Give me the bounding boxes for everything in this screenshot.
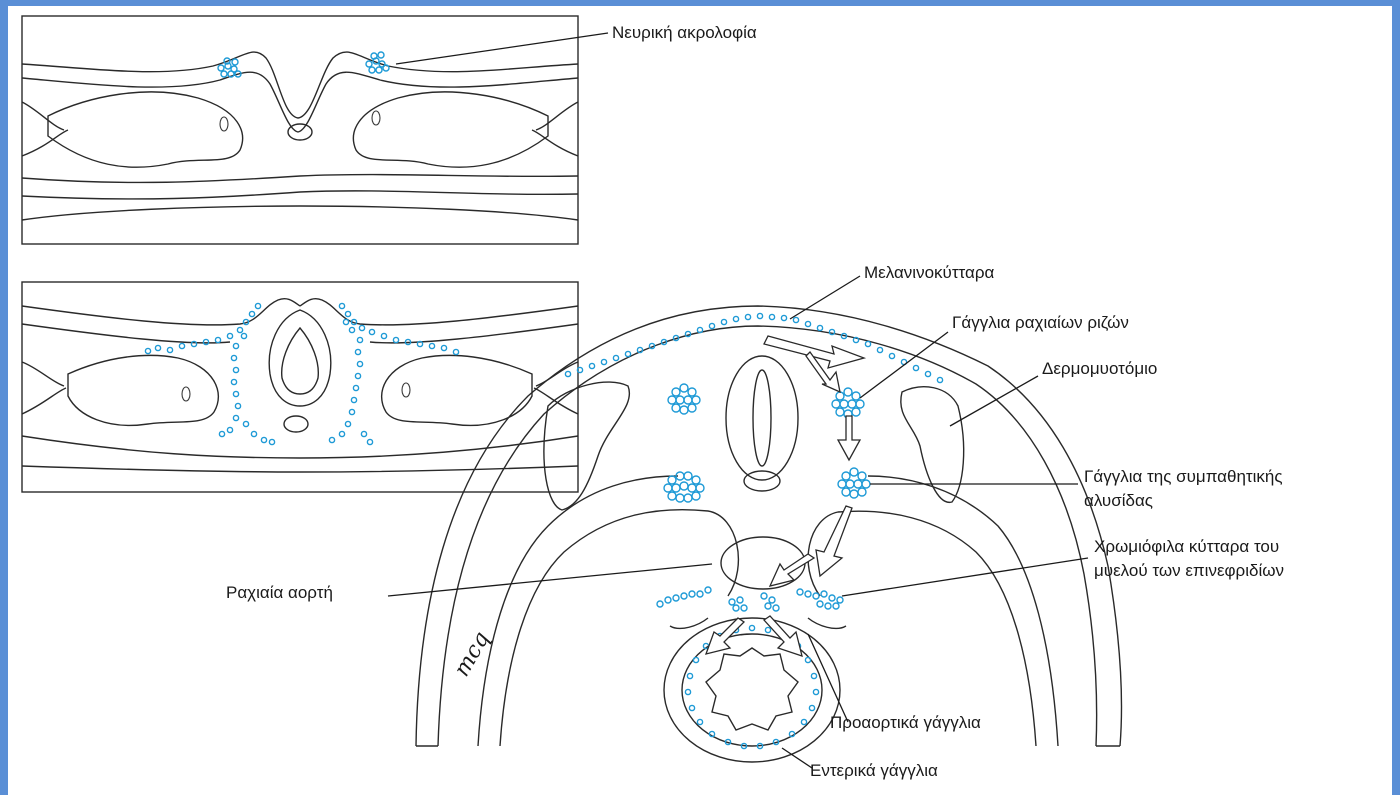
panel-2-frame — [22, 282, 578, 492]
label-chromaffin-line1: Χρωμιόφιλα κύτταρα του — [1094, 537, 1279, 556]
dorsal-root-ganglion-left — [668, 384, 700, 414]
melanocyte-cells — [565, 313, 942, 382]
neural-crest-diagram: mcq Νευρική ακρολοφία Μελανινοκύτταρα Γά… — [8, 6, 1392, 795]
label-enteric-ganglia: Εντερικά γάγγλια — [810, 761, 938, 780]
label-dorsal-aorta: Ραχιαία αορτή — [226, 583, 333, 602]
label-sympathetic-chain-line1: Γάγγλια της συμπαθητικής — [1084, 467, 1283, 486]
preaortic-ganglia-cells — [657, 587, 779, 611]
label-sympathetic-chain-line2: αλυσίδας — [1084, 491, 1153, 510]
label-melanocytes: Μελανινοκύτταρα — [864, 263, 995, 282]
label-dorsal-root-ganglia: Γάγγλια ραχιαίων ριζών — [952, 313, 1129, 332]
label-neural-crest: Νευρική ακρολοφία — [612, 23, 757, 42]
leader-lines — [388, 33, 1088, 768]
dorsal-root-ganglion-right — [832, 388, 864, 418]
diagram-canvas: mcq Νευρική ακρολοφία Μελανινοκύτταρα Γά… — [8, 6, 1392, 795]
label-preaortic-ganglia: Προαορτικά γάγγλια — [830, 713, 981, 732]
migration-arrows — [706, 336, 864, 656]
sympathetic-ganglion-right — [838, 468, 870, 498]
label-chromaffin-line2: μυελού των επινεφριδίων — [1094, 561, 1284, 580]
panel-cross-section: mcq — [416, 306, 1122, 762]
artist-signature: mcq — [450, 628, 495, 681]
label-dermomyotome: Δερμομυοτόμιο — [1042, 359, 1157, 378]
chromaffin-cells — [797, 589, 843, 609]
sympathetic-ganglion-left — [664, 472, 704, 502]
panel-neural-tube-stage — [22, 282, 578, 492]
